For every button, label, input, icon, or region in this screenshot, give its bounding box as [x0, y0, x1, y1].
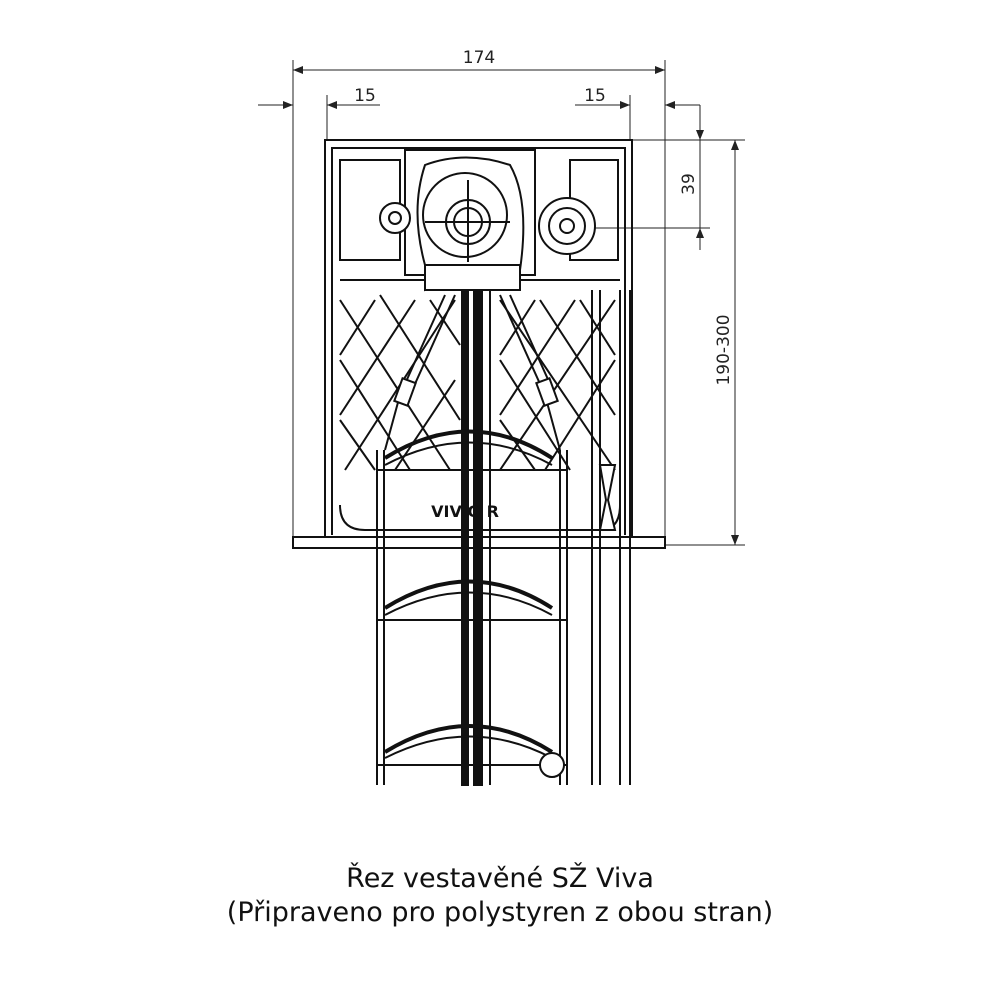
caption-subtitle: (Připraveno pro polystyren z obou stran) — [226, 897, 774, 928]
brand-logo: VIV O R — [431, 502, 499, 521]
motor-shaft — [422, 172, 510, 262]
dim-axis-height: 39 — [679, 173, 699, 195]
caption-title: Řez vestavěné SŽ Viva — [346, 863, 654, 894]
lift-cables — [384, 294, 561, 451]
dim-total-width: 174 — [463, 48, 495, 68]
dim-right-offset: 15 — [584, 86, 606, 106]
pulley-right — [538, 197, 596, 255]
pulley-left — [379, 202, 411, 234]
curtain-slats — [376, 289, 631, 786]
dim-left-offset: 15 — [354, 86, 376, 106]
dim-box-height: 190-300 — [714, 314, 734, 385]
insulation-lattice — [339, 294, 616, 471]
